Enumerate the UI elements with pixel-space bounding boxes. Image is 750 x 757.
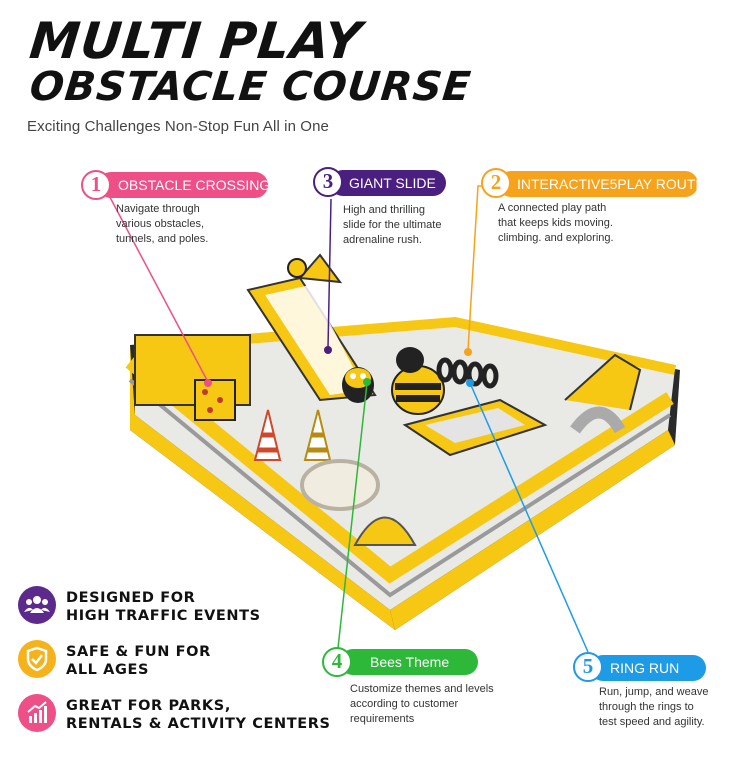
course-floor — [135, 322, 675, 610]
feature-number-4: 4 — [322, 647, 352, 677]
feature-number-5: 5 — [573, 652, 603, 682]
leader-line-4 — [337, 382, 368, 649]
bee-mascot-large — [391, 347, 445, 415]
leader-line-3 — [327, 198, 332, 349]
feature-description-4: Customize themes and levels according to… — [350, 683, 494, 725]
page-subtitle: Exciting Challenges Non-Stop Fun All in … — [27, 118, 329, 135]
climbing-wall — [194, 379, 236, 421]
benefit-parks-rentals: GREAT FOR PARKS, RENTALS & ACTIVITY CENT… — [66, 698, 331, 732]
feature-description-2: A connected play path that keeps kids mo… — [498, 202, 614, 244]
arch-obstacle — [570, 406, 626, 434]
feature-label-ring-run: RING RUN — [590, 655, 706, 681]
feature-label-interactive-play-route: INTERACTIVE5PLAY ROUTE — [498, 171, 705, 197]
shield-check-icon — [18, 640, 56, 678]
front-right-wall — [390, 430, 675, 630]
leader-line-5 — [469, 382, 589, 653]
feature-label-giant-slide: GIANT SLIDE — [330, 170, 446, 196]
growth-chart-icon — [18, 694, 56, 732]
feature-number-1: 1 — [81, 170, 111, 200]
leader-line-1 — [103, 185, 209, 383]
front-left-wall — [130, 345, 395, 630]
feature-description-3: High and thrilling slide for the ultimat… — [343, 204, 442, 246]
right-slide — [564, 353, 642, 411]
dome-obstacle — [353, 516, 417, 546]
rim-wall — [125, 356, 674, 584]
feature-number-3: 3 — [313, 167, 343, 197]
benefit-high-traffic: DESIGNED FOR HIGH TRAFFIC EVENTS — [66, 590, 261, 624]
feature-number-2: 2 — [481, 168, 511, 198]
people-icon — [18, 586, 56, 624]
ring-run-rings — [436, 357, 499, 389]
feature-label-bees-theme: Bees Theme — [340, 649, 478, 675]
ring-obstacle — [300, 459, 380, 511]
bee-top — [287, 258, 307, 278]
feature-description-5: Run, jump, and weave through the rings t… — [599, 686, 709, 728]
feature-label-obstacle-crossing: OBSTACLE CROSSING — [98, 172, 270, 198]
rim-stripe — [128, 378, 672, 598]
benefit-safe-fun: SAFE & FUN FOR ALL AGES — [66, 644, 211, 678]
feature-description-1: Navigate through various obstacles, tunn… — [116, 203, 209, 245]
